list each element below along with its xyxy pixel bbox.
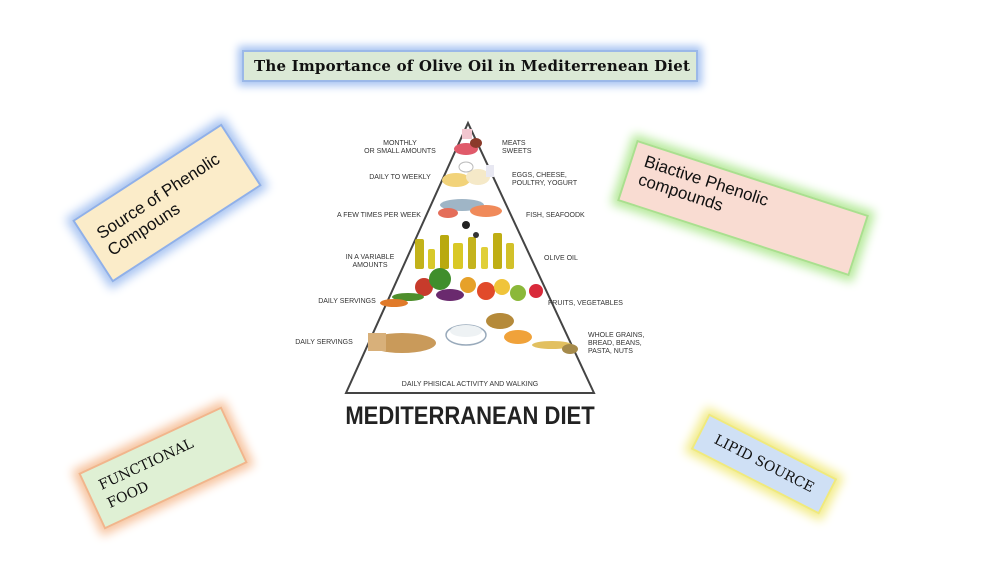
note-source-of-phenolic-compounds: Source of Phenolic Compouns <box>72 123 262 283</box>
pyramid-right-label-1b: SWEETS <box>502 148 532 155</box>
mediterranean-diet-pyramid: MONTHLY OR SMALL AMOUNTS DAILY TO WEEKLY… <box>295 120 644 394</box>
pyramid-right-label-2a: EGGS, CHEESE, <box>512 172 567 179</box>
pyramid-left-label-1b: OR SMALL AMOUNTS <box>364 148 436 155</box>
tier-fruits-vegetables-food <box>380 268 543 307</box>
pyramid-right-label-6c: PASTA, NUTS <box>588 348 633 355</box>
pyramid-base-label: DAILY PHISICAL ACTIVITY AND WALKING <box>402 381 538 388</box>
pyramid-left-label-4b: AMOUNTS <box>353 262 388 269</box>
tier-olive-oil-bottles <box>415 232 514 269</box>
pyramid-left-label-3: A FEW TIMES PER WEEK <box>337 212 421 219</box>
pyramid-outline <box>344 120 596 394</box>
note-functional-food: FUNCTIONAL FOOD <box>78 406 248 530</box>
pyramid-right-label-1a: MEATS <box>502 140 526 147</box>
pyramid-right-label-6a: WHOLE GRAINS, <box>588 332 644 339</box>
pyramid-right-label-3: FISH, SEAFOODK <box>526 212 585 219</box>
tier-grains-bread-food <box>368 313 578 354</box>
title-banner: The Importance of Olive Oil in Mediterre… <box>242 50 698 82</box>
pyramid-left-label-6: DAILY SERVINGS <box>295 339 353 346</box>
note-phenolic-text: Source of Phenolic Compouns <box>93 149 224 260</box>
pyramid-right-label-4: OLIVE OIL <box>544 255 578 262</box>
tier-meats-sweets-food <box>454 129 482 155</box>
note-lipid-text: LIPID SOURCE <box>711 431 817 497</box>
diet-caption: MEDITERRANEAN DIET <box>345 402 595 430</box>
pyramid-left-label-5: DAILY SERVINGS <box>318 298 376 305</box>
pyramid-left-label-1a: MONTHLY <box>383 140 417 147</box>
pyramid-left-label-4a: IN A VARIABLE <box>346 254 395 261</box>
pyramid-right-label-5: FRUITS, VEGETABLES <box>548 300 623 307</box>
pyramid-right-label-2b: POULTRY, YOGURT <box>512 180 578 187</box>
note-lipid-source: LIPID SOURCE <box>690 413 838 515</box>
note-functional-text: FUNCTIONAL FOOD <box>96 435 197 512</box>
page-title: The Importance of Olive Oil in Mediterre… <box>254 57 691 75</box>
pyramid-right-label-6b: BREAD, BEANS, <box>588 340 642 347</box>
tier-fish-seafood-food <box>438 199 502 229</box>
pyramid-left-label-2: DAILY TO WEEKLY <box>369 174 431 181</box>
tier-eggs-cheese-food <box>442 161 494 187</box>
